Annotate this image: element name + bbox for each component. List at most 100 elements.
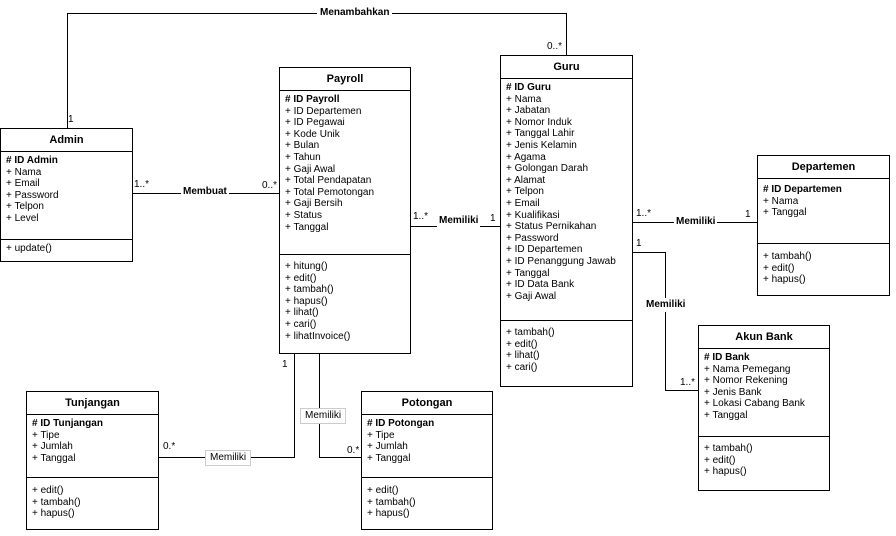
attribute: + Jabatan	[506, 105, 551, 117]
attribute: + Tanggal	[367, 452, 411, 464]
class-akun-bank-methods: + tambah() + edit() + hapus()	[699, 437, 829, 482]
attribute: # ID Departemen	[763, 184, 842, 195]
class-departemen-name: Departemen	[758, 156, 889, 179]
attribute: + Nomor Rekening	[704, 375, 788, 387]
attribute: + Tipe	[367, 429, 395, 441]
attribute: + Bulan	[285, 140, 320, 152]
class-admin-name: Admin	[1, 129, 132, 152]
attribute: + Kode Unik	[285, 128, 340, 140]
attribute: + Tanggal	[506, 267, 550, 279]
method: + cari()	[506, 361, 538, 373]
multiplicity-admin-menambahkan: 1	[68, 114, 74, 125]
class-guru[interactable]: Guru # ID Guru + Nama + Jabatan + Nomor …	[500, 55, 633, 387]
attribute: + Tanggal	[285, 221, 329, 233]
method: + edit()	[506, 338, 538, 350]
method: + edit()	[367, 485, 399, 496]
attribute: + Total Pendapatan	[285, 175, 372, 187]
method: + edit()	[763, 262, 795, 274]
multiplicity-payroll-guru-left: 1..*	[413, 211, 429, 222]
attribute: + Jenis Bank	[704, 386, 762, 398]
attribute: + Alamat	[506, 174, 546, 186]
method: + tambah()	[32, 496, 81, 508]
multiplicity-payroll-guru-right: 1	[490, 213, 496, 224]
method: + tambah()	[367, 496, 416, 508]
attribute: + Lokasi Cabang Bank	[704, 398, 805, 410]
multiplicity-guru-bank-top: 1	[636, 238, 642, 249]
class-guru-attributes: # ID Guru + Nama + Jabatan + Nomor Induk…	[501, 79, 632, 321]
class-payroll-name: Payroll	[280, 68, 410, 91]
class-tunjangan[interactable]: Tunjangan # ID Tunjangan + Tipe + Jumlah…	[26, 391, 159, 530]
class-departemen-methods: + tambah() + edit() + hapus()	[758, 244, 889, 290]
attribute: + Level	[6, 212, 39, 224]
relation-label-payroll-tunjangan: Memiliki	[205, 450, 252, 466]
attribute: + Tipe	[32, 429, 60, 441]
class-departemen[interactable]: Departemen # ID Departemen + Nama + Tang…	[757, 155, 890, 296]
attribute: + Agama	[506, 151, 546, 163]
multiplicity-guru-departemen-right: 1	[745, 209, 751, 220]
attribute: + Tanggal	[32, 452, 76, 464]
method: + hapus()	[285, 295, 328, 307]
class-admin[interactable]: Admin # ID Admin + Nama + Email + Passwo…	[0, 128, 133, 262]
attribute: + Status	[285, 209, 322, 221]
method: + lihat()	[285, 307, 319, 319]
method: + hitung()	[285, 261, 328, 272]
attribute: + Jenis Kelamin	[506, 139, 577, 151]
method: + tambah()	[763, 251, 812, 262]
class-tunjangan-name: Tunjangan	[27, 392, 158, 415]
attribute: # ID Potongan	[367, 418, 435, 429]
class-payroll-attributes: # ID Payroll + ID Departemen + ID Pegawa…	[280, 91, 410, 255]
attribute: + ID Pegawai	[285, 117, 345, 129]
attribute: + Nama	[6, 166, 42, 178]
attribute: # ID Guru	[506, 82, 552, 93]
multiplicity-payroll-membuat: 0..*	[262, 180, 278, 191]
attribute: + Kualifikasi	[506, 209, 560, 221]
method: + hapus()	[704, 466, 747, 478]
attribute: + ID Departemen	[285, 105, 362, 117]
class-akun-bank-name: Akun Bank	[699, 326, 829, 349]
attribute: + Total Pemotongan	[285, 186, 375, 198]
class-payroll[interactable]: Payroll # ID Payroll + ID Departemen + I…	[279, 67, 411, 354]
attribute: + Tanggal Lahir	[506, 128, 575, 140]
relation-label-guru-bank: Memiliki	[645, 298, 687, 312]
method: + tambah()	[285, 284, 334, 296]
relation-label-guru-departemen: Memiliki	[674, 216, 718, 228]
method: + edit()	[704, 454, 736, 466]
attribute: # ID Tunjangan	[32, 418, 103, 429]
class-akun-bank[interactable]: Akun Bank # ID Bank + Nama Pemegang + No…	[698, 325, 830, 491]
attribute: + Status Pernikahan	[506, 221, 597, 233]
class-tunjangan-attributes: # ID Tunjangan + Tipe + Jumlah + Tanggal	[27, 415, 158, 478]
method: + hapus()	[763, 274, 806, 286]
attribute: + Nama Pemegang	[704, 363, 791, 375]
class-payroll-methods: + hitung() + edit() + tambah() + hapus()…	[280, 255, 410, 346]
class-potongan[interactable]: Potongan # ID Potongan + Tipe + Jumlah +…	[361, 391, 493, 530]
multiplicity-payroll-potongan-right: 0.*	[347, 445, 360, 456]
method: + hapus()	[32, 508, 75, 520]
method: + lihat()	[506, 350, 540, 362]
attribute: + Nama	[763, 195, 799, 207]
method: + tambah()	[704, 443, 753, 454]
multiplicity-guru-menambahkan: 0..*	[547, 41, 563, 52]
multiplicity-payroll-tunjangan-left: 0.*	[163, 441, 176, 452]
attribute: # ID Payroll	[285, 94, 340, 105]
method: + edit()	[32, 485, 64, 496]
class-admin-methods: + update()	[1, 240, 132, 259]
attribute: + Password	[6, 189, 59, 201]
attribute: + Jumlah	[367, 441, 408, 453]
attribute: + Email	[6, 178, 40, 190]
attribute: + Telpon	[6, 201, 44, 213]
class-akun-bank-attributes: # ID Bank + Nama Pemegang + Nomor Rekeni…	[699, 349, 829, 437]
class-tunjangan-methods: + edit() + tambah() + hapus()	[27, 478, 158, 524]
relation-label-payroll-guru: Memiliki	[437, 215, 481, 227]
multiplicity-guru-bank-bottom: 1..*	[680, 377, 696, 388]
method: + edit()	[285, 272, 317, 284]
attribute: + Password	[506, 232, 559, 244]
method: + lihatInvoice()	[285, 330, 351, 342]
method: + tambah()	[506, 327, 555, 338]
attribute: + Tanggal	[704, 409, 748, 421]
attribute: + ID Penanggung Jawab	[506, 255, 616, 267]
attribute: + Gaji Awal	[285, 163, 336, 175]
attribute: + Gaji Bersih	[285, 198, 343, 210]
attribute: + ID Departemen	[506, 244, 583, 256]
attribute: # ID Admin	[6, 155, 58, 166]
line-payroll-tunjangan	[159, 354, 295, 458]
